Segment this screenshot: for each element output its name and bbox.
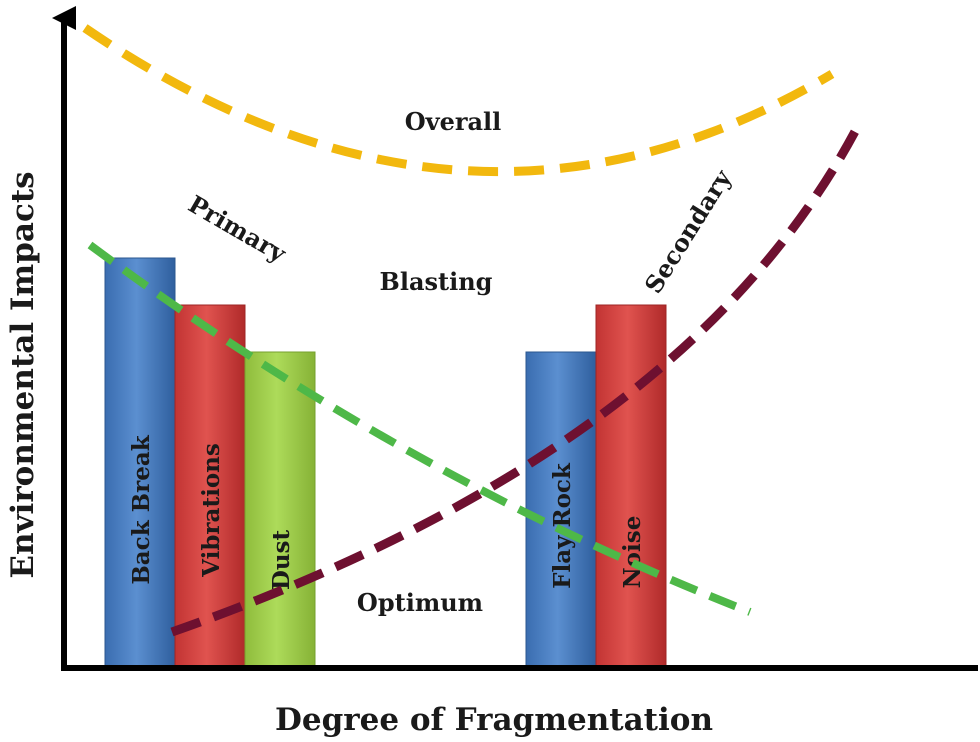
primary-label: Primary [184, 189, 292, 268]
secondary-curve [170, 119, 864, 637]
x-axis-title: Degree of Fragmentation [275, 702, 713, 738]
bar-label-dust: Dust [268, 530, 295, 591]
y-axis-title: Environmental Impacts [5, 171, 41, 578]
bar-label-back-break: Back Break [128, 434, 155, 584]
bar-label-noise: Noise [619, 516, 646, 589]
overall-label: Overall [405, 107, 502, 136]
bar-label-flay-rock: Flay Rock [549, 462, 576, 589]
bar-noise [595, 304, 667, 667]
secondary-label: Secondary [639, 164, 738, 299]
bars-group [104, 257, 667, 667]
bar-dust [244, 351, 316, 667]
bar-flay-rock [525, 351, 597, 667]
optimum-label: Optimum [357, 588, 483, 617]
blasting-label: Blasting [380, 267, 493, 296]
primary-curve [87, 241, 752, 616]
bar-label-vibrations: Vibrations [198, 443, 225, 578]
overall-curve [82, 24, 835, 177]
bar-back-break [104, 257, 176, 667]
